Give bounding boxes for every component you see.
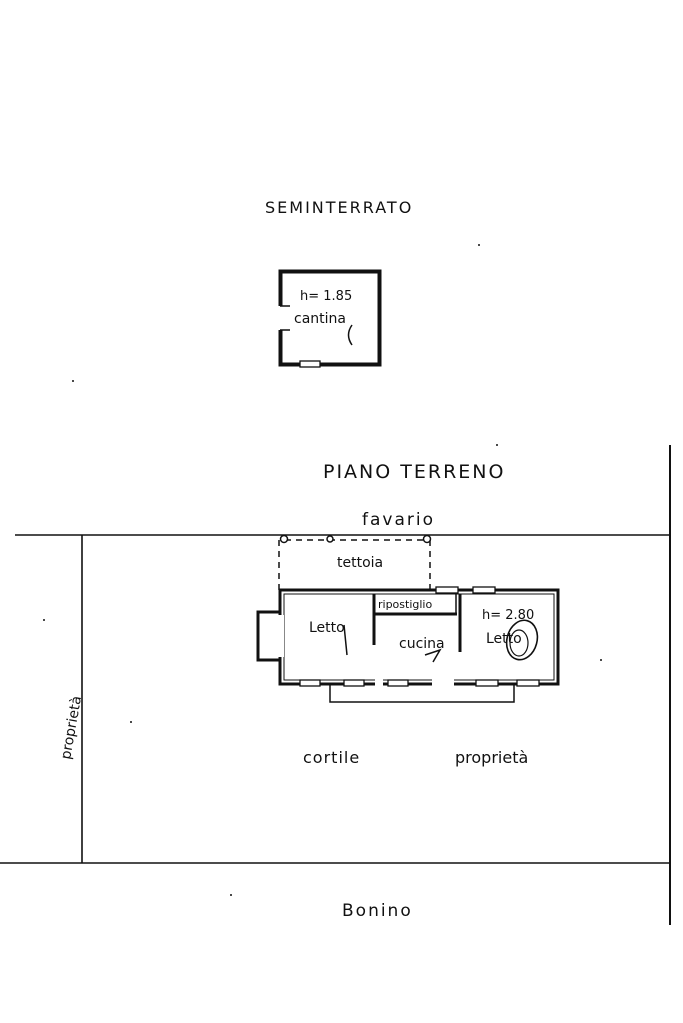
ground-height-label: h= 2.80 (482, 608, 534, 623)
paper-specks (43, 244, 602, 896)
canopy-post (326, 535, 334, 543)
east-property-label: proprietà (455, 748, 528, 767)
west-property-label: proprietà (58, 695, 85, 761)
south-neighbour-label: Bonino (342, 901, 413, 921)
kitchen-stroke (424, 648, 442, 663)
basement-title: SEMINTERRATO (265, 198, 413, 217)
canopy-label: tettoia (337, 555, 383, 571)
left-bedroom-label: Letto (309, 620, 345, 636)
house-walls (256, 588, 560, 703)
site-boundary (0, 445, 671, 925)
cellar-window (299, 360, 321, 368)
ground-floor-title: PIANO TERRENO (323, 461, 505, 483)
storage-label: ripostiglio (378, 598, 432, 611)
basement-cellar-room (276, 269, 382, 368)
cellar-height-label: h= 1.85 (300, 289, 352, 304)
right-bedroom-label: Letto (486, 631, 522, 647)
canopy-outline (278, 534, 432, 590)
house-windows (299, 586, 540, 687)
kitchen-label: cucina (399, 636, 445, 652)
north-neighbour-label: favario (362, 510, 435, 530)
courtyard-label: cortile (303, 748, 360, 767)
canopy-post (422, 534, 432, 544)
scribble-mark (505, 619, 539, 661)
cellar-room-label: cantina (294, 311, 346, 327)
bed-stroke (343, 624, 348, 656)
canopy-post (279, 534, 289, 544)
